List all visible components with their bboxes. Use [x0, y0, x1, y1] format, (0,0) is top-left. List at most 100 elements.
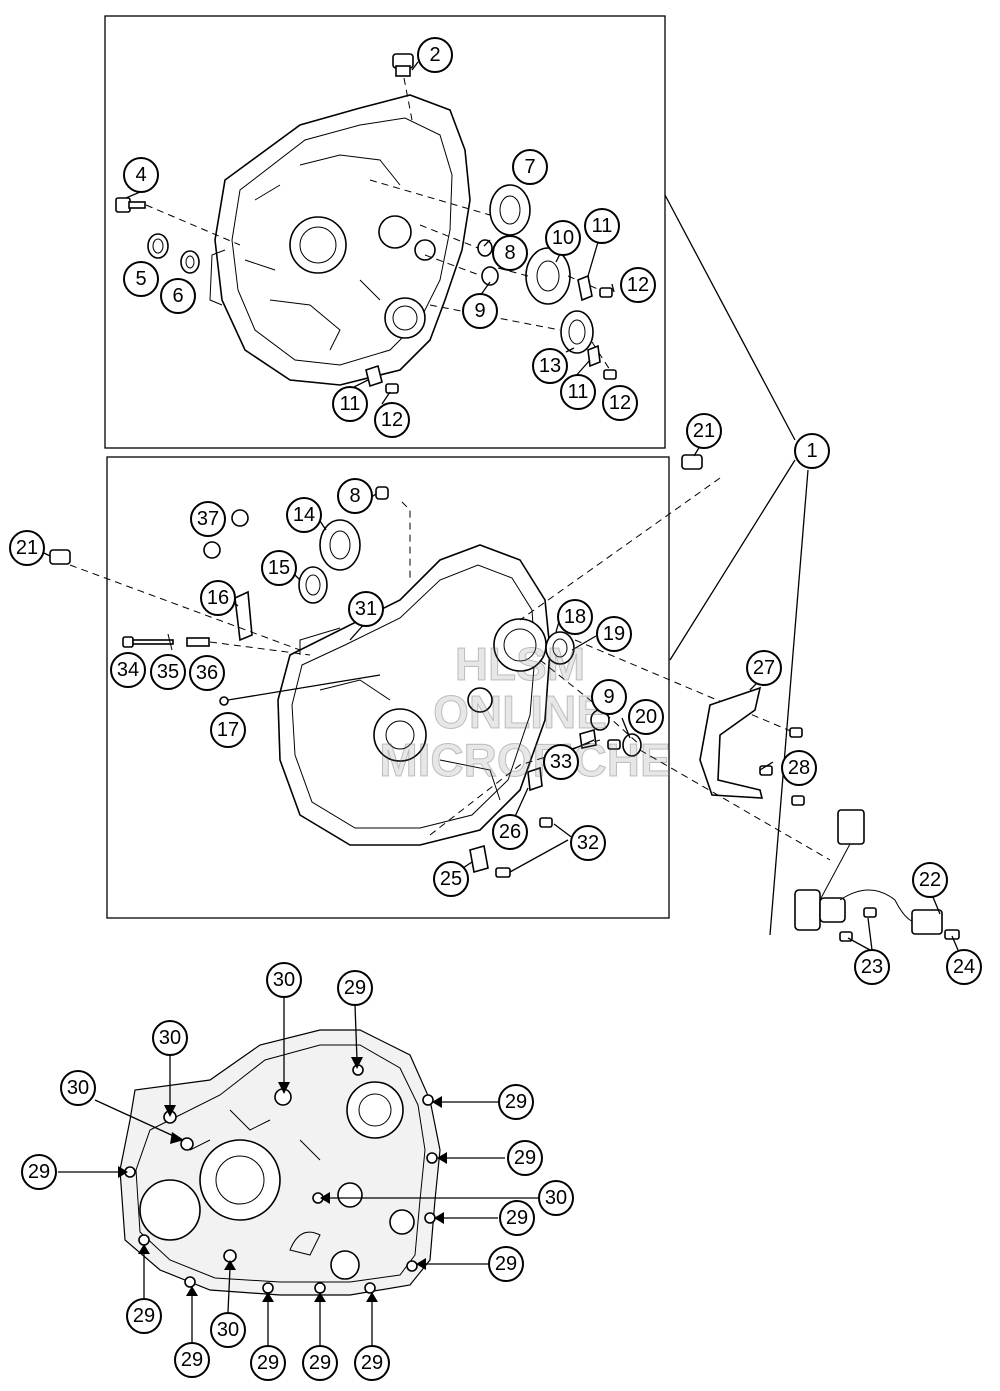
screw-part-12 [599, 287, 613, 298]
svg-text:23: 23 [861, 956, 883, 978]
svg-text:28: 28 [788, 757, 810, 779]
callout-31: 31 [348, 591, 384, 627]
bearing-part-13 [560, 310, 594, 354]
svg-text:24: 24 [953, 956, 975, 978]
svg-text:25: 25 [440, 868, 462, 890]
callout-29-i: 29 [250, 1345, 286, 1381]
bolt-arrows [58, 997, 538, 1345]
svg-text:11: 11 [340, 393, 361, 415]
callout-6: 6 [160, 278, 196, 314]
svg-text:29: 29 [257, 1352, 279, 1374]
callout-29-d: 29 [507, 1140, 543, 1176]
svg-text:32: 32 [577, 832, 599, 854]
callout-34: 34 [110, 652, 146, 688]
screw-part-32b [495, 867, 511, 878]
bearing-part-10 [525, 247, 571, 305]
bushing-part-37a [231, 509, 249, 527]
retainer-plate-bottom [365, 364, 383, 388]
svg-text:6: 6 [172, 285, 183, 307]
callout-16: 16 [200, 580, 236, 616]
callout-18: 18 [557, 599, 593, 635]
crankcase-right-half [209, 94, 471, 386]
svg-text:7: 7 [524, 156, 535, 178]
callout-21-right: 21 [686, 413, 722, 449]
callout-19: 19 [596, 616, 632, 652]
callout-29-h: 29 [174, 1342, 210, 1378]
callout-30-a: 30 [266, 962, 302, 998]
svg-text:36: 36 [196, 662, 218, 684]
seal-part-18 [545, 631, 575, 665]
retainer-plate-lower [587, 344, 601, 368]
part-25 [469, 844, 489, 874]
part-26 [527, 766, 543, 792]
callout-29-c: 29 [21, 1154, 57, 1190]
plug-part-2 [392, 53, 414, 77]
callout-23: 23 [854, 949, 890, 985]
svg-text:29: 29 [133, 1305, 155, 1327]
callout-25: 25 [433, 861, 469, 897]
svg-text:29: 29 [505, 1091, 527, 1113]
callout-8b: 8 [337, 478, 373, 514]
callout-29-b: 29 [498, 1084, 534, 1120]
svg-text:29: 29 [344, 977, 366, 999]
svg-text:18: 18 [564, 606, 586, 628]
svg-text:29: 29 [361, 1352, 383, 1374]
svg-text:1: 1 [806, 440, 817, 462]
ball-part-17 [219, 696, 229, 706]
callout-30-d: 30 [538, 1180, 574, 1216]
svg-text:37: 37 [197, 508, 219, 530]
svg-text:21: 21 [16, 537, 38, 559]
watermark: HLSM ONLINE MICROFICHE [379, 638, 671, 787]
svg-text:8: 8 [504, 242, 515, 264]
svg-text:29: 29 [28, 1161, 50, 1183]
lower-assembly-frame [106, 456, 670, 919]
crankcase-left-half [277, 544, 551, 846]
callout-35: 35 [150, 654, 186, 690]
callout-29-j: 29 [302, 1345, 338, 1381]
svg-text:10: 10 [552, 227, 574, 249]
callout-13: 13 [532, 348, 568, 384]
upper-assembly-frame [104, 15, 666, 449]
svg-text:21: 21 [693, 420, 715, 442]
svg-text:12: 12 [627, 274, 649, 296]
svg-text:4: 4 [135, 164, 146, 186]
svg-text:22: 22 [919, 869, 941, 891]
callout-15: 15 [261, 550, 297, 586]
bearing-part-7 [489, 184, 531, 236]
callout-29-f: 29 [488, 1246, 524, 1282]
svg-text:8: 8 [349, 485, 360, 507]
svg-text:30: 30 [545, 1187, 567, 1209]
watermark-line1: HLSM [455, 638, 585, 690]
svg-text:27: 27 [753, 657, 775, 679]
callout-30-b: 30 [152, 1020, 188, 1056]
callout-28: 28 [781, 750, 817, 786]
cover-part-27 [699, 686, 764, 799]
callout-29-g: 29 [126, 1298, 162, 1334]
svg-text:11: 11 [592, 215, 613, 237]
callout-12c: 12 [374, 402, 410, 438]
callout-27: 27 [746, 650, 782, 686]
crankcase-bolt-layout-view [119, 1029, 441, 1296]
svg-text:31: 31 [355, 598, 377, 620]
callout-29-k: 29 [354, 1345, 390, 1381]
svg-text:30: 30 [67, 1077, 89, 1099]
screw-part-28b [759, 765, 773, 776]
svg-text:29: 29 [514, 1147, 536, 1169]
svg-text:34: 34 [117, 659, 139, 681]
svg-text:16: 16 [207, 587, 229, 609]
callout-1: 1 [794, 433, 830, 469]
svg-text:33: 33 [550, 751, 572, 773]
callout-33: 33 [543, 744, 579, 780]
callout-24: 24 [946, 949, 982, 985]
callout-9b: 9 [591, 679, 627, 715]
watermark-line2: ONLINE [433, 686, 607, 738]
callout-20: 20 [628, 699, 664, 735]
callout-17: 17 [210, 712, 246, 748]
svg-text:26: 26 [499, 821, 521, 843]
callout-11a: 11 [584, 208, 620, 244]
callout-11b: 11 [560, 374, 596, 410]
screw-part-28a [789, 727, 803, 738]
callout-bubbles: 2 4 5 6 7 8 10 11 12 9 13 11 12 11 12 21… [9, 37, 982, 1381]
callout-37: 37 [190, 501, 226, 537]
